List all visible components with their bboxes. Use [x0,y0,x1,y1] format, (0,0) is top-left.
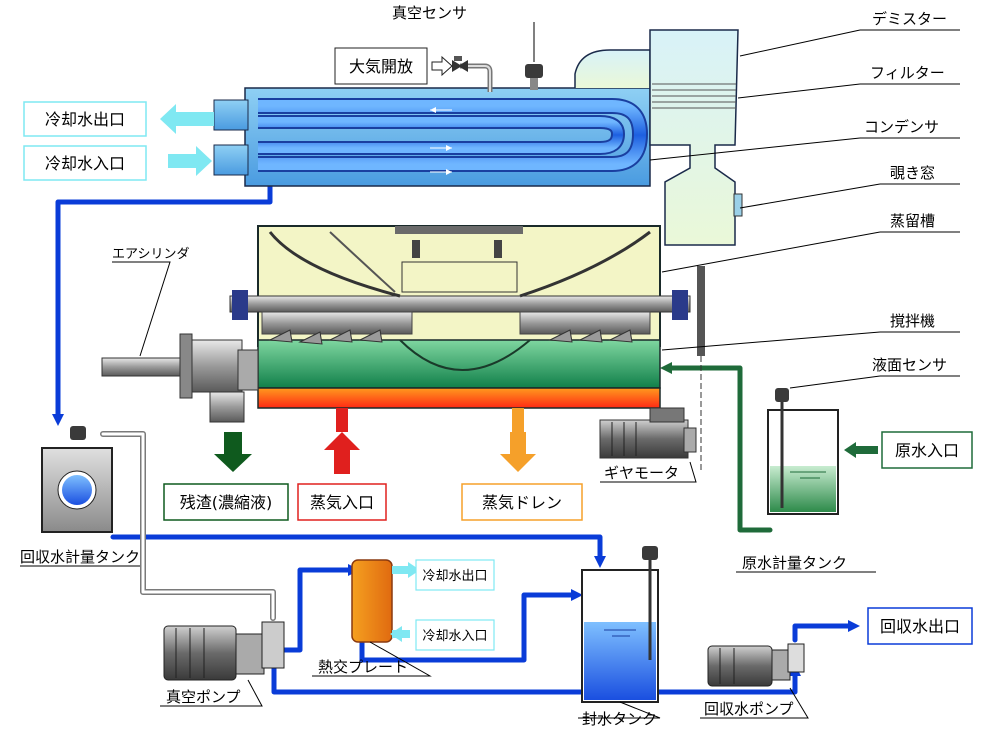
pipe-recovered-outlet [792,623,855,643]
steam-in-arrow [324,408,360,474]
recovered-pump [707,643,805,687]
plate-cooling-out-label: 冷却水出口 [422,569,487,584]
filter-label: フィルター [870,64,945,82]
pipe-raw-water-feed [665,365,773,533]
atmosphere-arrow [431,55,453,77]
recovered-out-box [867,607,973,645]
distillation-tank [229,225,705,470]
cooling-out-arrow [160,104,214,134]
steam-drain-label: 蒸気ドレン [482,493,562,512]
agitator-label: 撹拌機 [890,312,935,330]
flow-arrow [594,556,606,568]
distillation-tank-label: 蒸留槽 [890,212,935,230]
pipe-pump-to-plate [279,567,355,653]
raw-water-tank [767,388,839,515]
recovered-pump-label: 回収水ポンプ [704,700,794,718]
gear-motor [599,407,697,459]
cooling-water-in-label: 冷却水入口 [45,154,125,173]
residue-valve [101,333,259,423]
condenser-label: コンデンサ [864,118,939,136]
recovered-out-label: 回収水出口 [880,617,960,636]
atmosphere-open-box [334,47,428,85]
steam-in-box [297,483,387,521]
pipe-seal-to-vacuum-pump [271,657,585,695]
gear-motor-label: ギヤモータ [604,464,679,482]
sight-glass-window [733,193,743,217]
plate-cooling-out-box [415,559,495,591]
residue-box [163,483,289,521]
residue-label: 残渣(濃縮液) [180,493,273,512]
condenser [213,87,651,187]
plate-cooling-in-box [415,619,495,651]
pipe-recovered-to-seal-tank [110,534,603,563]
vacuum-sensor-label: 真空センサ [392,4,467,22]
demister-column [574,29,743,246]
atmosphere-open-label: 大気開放 [349,57,413,76]
seal-tank-label: 封水タンク [582,710,657,728]
plate-cooling-in-label: 冷却水入口 [422,629,487,644]
air-cylinder-label: エアシリンダ [112,247,189,262]
cooling-water-out-label: 冷却水出口 [45,110,125,129]
labels: 大気開放 真空センサ デミスター フィルター コンデンサ 覗き窓 蒸留槽 撹拌機… [20,4,973,728]
level-sensor-label: 液面センサ [872,356,947,374]
flow-arrow [52,414,64,426]
pipe-condenser-to-recovered-tank [55,179,273,423]
raw-water-in-label: 原水入口 [895,441,959,460]
residue-arrow [214,432,252,472]
raw-water-in-arrow [844,442,878,458]
demister-label: デミスター [872,10,947,28]
steam-in-label: 蒸気入口 [310,493,374,512]
leader-lines [20,22,960,719]
raw-water-tank-label: 原水計量タンク [742,554,847,572]
vacuum-pump [163,621,285,681]
pipe-seal-to-recovered-pump [655,669,798,695]
vacuum-sensor [525,64,543,90]
cooling-in-arrow [168,146,212,176]
recovered-tank [41,426,113,533]
cooling-out-box [23,101,147,137]
steam-drain-arrow [500,408,536,472]
heat-exchanger-plate [351,559,420,643]
cooling-in-box [23,145,147,181]
raw-water-in-box [881,431,973,469]
recovered-tank-label: 回収水計量タンク [20,548,140,566]
atmosphere-valve [452,56,493,92]
seal-water-tank [581,546,659,703]
vacuum-pump-label: 真空ポンプ [166,688,241,706]
pipe-plate-to-seal-tank [359,592,578,663]
heat-exchanger-label: 熱交プレート [318,658,408,676]
sight-glass-label: 覗き窓 [890,164,935,182]
pipe-vacuum-line [100,431,276,621]
steam-drain-box [461,483,583,521]
